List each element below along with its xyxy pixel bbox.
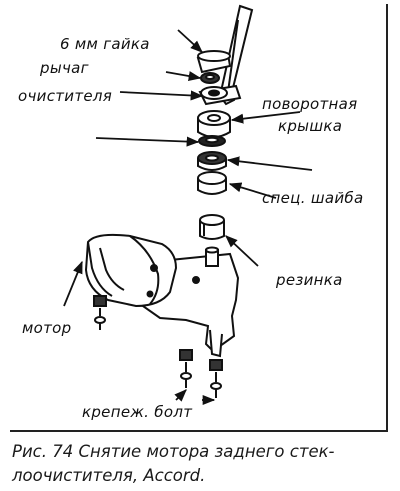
label-motor: мотор bbox=[22, 319, 72, 337]
leader-lines bbox=[63, 29, 313, 406]
motor-leader bbox=[63, 260, 83, 307]
rubber-leader bbox=[225, 235, 259, 267]
label-cap-line2: крышка bbox=[278, 117, 343, 135]
figure-caption: Рис. 74 Снятие мотора заднего стек- лооч… bbox=[12, 440, 392, 488]
label-cap-line1: поворотная bbox=[262, 95, 358, 113]
label-lever-line2: очистителя bbox=[18, 87, 113, 105]
cap-leader bbox=[230, 111, 301, 124]
small-washer-part bbox=[200, 72, 220, 84]
caption-line-1: Рис. 74 Снятие мотора заднего стек- bbox=[12, 442, 335, 461]
o-ring-part bbox=[198, 135, 226, 147]
left-bolt-part bbox=[93, 295, 107, 330]
lever-washer-leader bbox=[165, 71, 202, 81]
washer-leader bbox=[228, 182, 277, 199]
label-nut: 6 мм гайка bbox=[60, 35, 150, 53]
caption-line-2: лоочистителя, Accord. bbox=[12, 466, 206, 485]
mid-nut-part bbox=[197, 151, 227, 171]
lever-leader bbox=[119, 90, 204, 101]
o-ring-leader bbox=[95, 136, 200, 147]
pivot-cap-part bbox=[197, 110, 231, 138]
nut-part bbox=[196, 50, 232, 74]
center-bolt-part bbox=[179, 349, 193, 388]
rubber-part bbox=[199, 214, 225, 240]
special-washer-part bbox=[197, 171, 227, 195]
motor-assembly bbox=[84, 233, 240, 358]
lever-part bbox=[198, 84, 242, 106]
nut-leader bbox=[177, 29, 203, 53]
label-bolt: крепеж. болт bbox=[82, 403, 193, 421]
mid-nut-leader bbox=[226, 156, 313, 171]
label-lever-line1: рычаг bbox=[40, 59, 89, 77]
label-rubber: резинка bbox=[276, 271, 343, 289]
figure-frame bbox=[10, 4, 388, 432]
right-bolt-part bbox=[209, 359, 223, 398]
bolt-leader-1 bbox=[174, 389, 187, 402]
exploded-diagram bbox=[63, 4, 313, 406]
label-washer: спец. шайба bbox=[262, 189, 364, 207]
